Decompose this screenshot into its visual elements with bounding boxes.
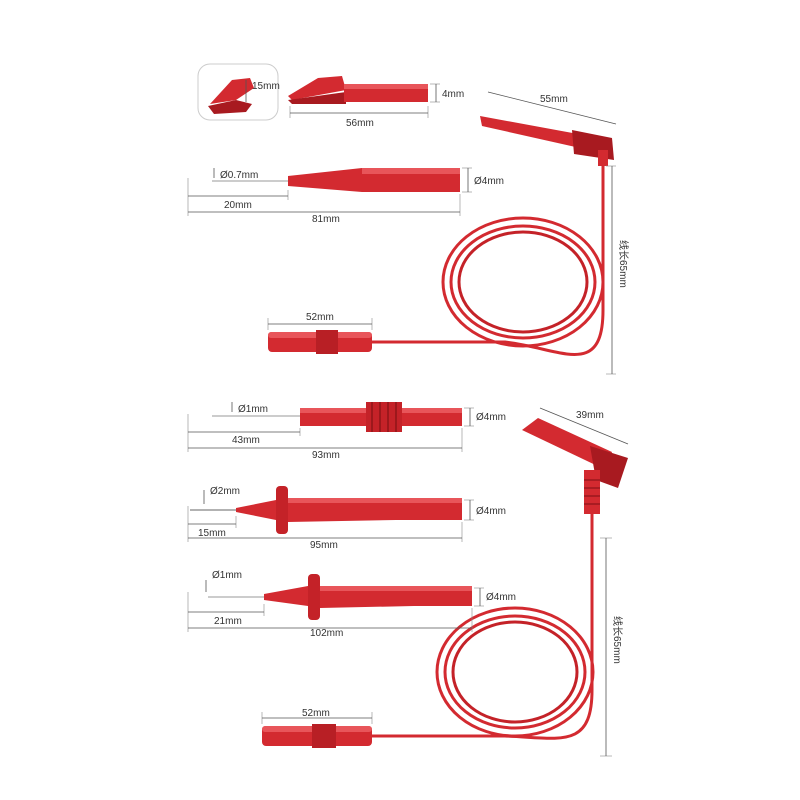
probe2-body-dia-label: Ø4mm <box>476 412 506 423</box>
probe4-total-label: 102mm <box>310 628 343 639</box>
clip-jaw-label: 15mm <box>252 81 280 92</box>
banana-socket-2 <box>262 724 372 748</box>
probe1-tip-dia-label: Ø0.7mm <box>220 170 258 181</box>
hook-length-label: 55mm <box>540 94 568 105</box>
socket2-length-label: 52mm <box>302 708 330 719</box>
cable1-length-label: 线长65mm <box>617 240 630 288</box>
clip-height-label: 4mm <box>442 89 464 100</box>
cable-1 <box>372 166 605 356</box>
alligator-clip <box>288 76 428 104</box>
cable2-length-label: 线长65mm <box>611 616 624 664</box>
probe2-tip-len-label: 43mm <box>232 435 260 446</box>
probe3-tip-dia-label: Ø2mm <box>210 486 240 497</box>
hook-clip <box>480 116 614 166</box>
probe2-total-label: 93mm <box>312 450 340 461</box>
probe-2 <box>212 402 462 432</box>
probe1-tip-len-label: 20mm <box>224 200 252 211</box>
probe1-body-dia-label: Ø4mm <box>474 176 504 187</box>
angle-length-label: 39mm <box>576 410 604 421</box>
right-angle-plug <box>522 418 628 514</box>
probe3-body-dia-label: Ø4mm <box>476 506 506 517</box>
alligator-clip-inset: 15mm <box>197 63 280 121</box>
cable-2 <box>372 514 595 740</box>
probe-1 <box>212 168 460 192</box>
probe4-tip-dia-label: Ø1mm <box>212 570 242 581</box>
socket1-length-label: 52mm <box>306 312 334 323</box>
probe4-body-dia-label: Ø4mm <box>486 592 516 603</box>
banana-socket-1 <box>268 330 372 354</box>
probe3-total-label: 95mm <box>310 540 338 551</box>
probe-4 <box>208 574 472 620</box>
probe3-tip-len-label: 15mm <box>198 528 226 539</box>
probe4-tip-len-label: 21mm <box>214 616 242 627</box>
clip-length-label: 56mm <box>346 118 374 129</box>
probe2-tip-dia-label: Ø1mm <box>238 404 268 415</box>
probe-3 <box>190 486 462 534</box>
probe1-total-label: 81mm <box>312 214 340 225</box>
